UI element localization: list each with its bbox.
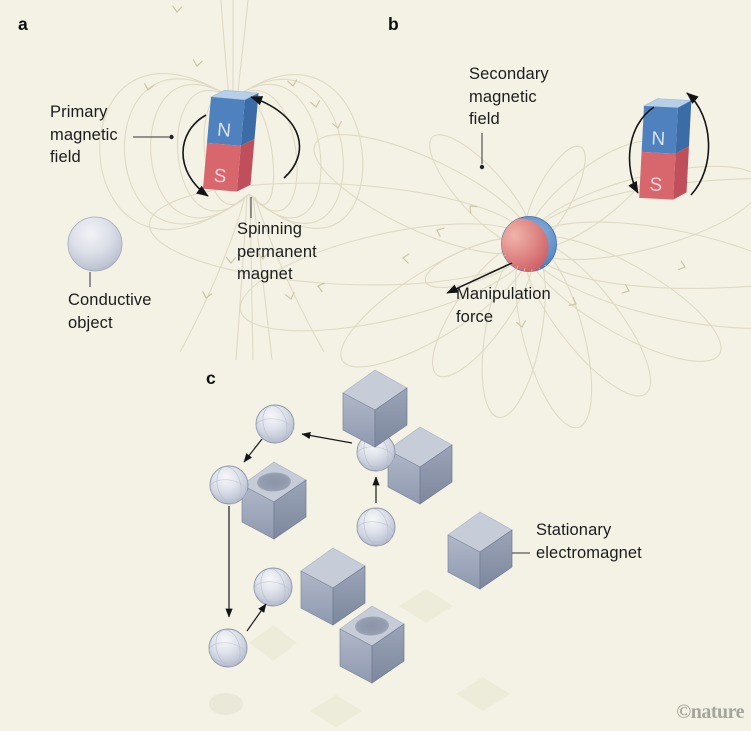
caption-spinning-permanent-magnet: Spinning permanent magnet [237, 220, 317, 283]
magnet-top-face [209, 89, 260, 101]
stationary-electromagnet-cube [447, 511, 513, 590]
magnet-a-south-letter: S [213, 166, 227, 188]
floor-tile [249, 625, 297, 661]
panel-c-motion-arrows [225, 431, 380, 632]
levitating-sphere [355, 505, 396, 549]
magnet-side-north [675, 100, 692, 154]
floor-tile [399, 589, 453, 623]
panel-a-leader-lines [89, 134, 252, 287]
caption-conductive-object: Conductive object [68, 291, 152, 332]
floor-tile [310, 695, 362, 727]
panel-label-a: a [18, 14, 28, 34]
electromagnet-cube [342, 369, 408, 448]
caption-primary-magnetic-field: Primary magnetic field [50, 103, 118, 166]
floor-tile [456, 677, 510, 711]
panel-label-b: b [388, 14, 399, 34]
panel-b-leader-lines [479, 133, 485, 170]
magnet-b-rotation-arrows [628, 92, 710, 196]
magnet-b-north-letter: N [651, 128, 666, 150]
floor-shadow [209, 693, 243, 715]
panel-label-c: c [206, 368, 216, 388]
manipulation-force-arrow [446, 262, 513, 294]
floor-tiles [209, 589, 510, 727]
magnet-side-south [236, 138, 255, 192]
levitating-sphere [207, 626, 248, 670]
conductive-object-sphere [67, 216, 123, 272]
caption-stationary-electromagnet: Stationary electromagnet [536, 521, 642, 562]
nature-watermark: ©nature [676, 701, 744, 723]
magnet-a-north-letter: N [216, 120, 232, 142]
electromagnet-cube [387, 426, 453, 505]
magnet-a-rotation-arrows [182, 96, 301, 197]
magnet-south-pole [639, 151, 676, 200]
spinning-magnet-a: N S [202, 89, 260, 192]
magnet-south-pole [202, 142, 241, 192]
magnet-north-pole [206, 97, 245, 146]
electromagnet-coil-hole [257, 472, 291, 492]
magnet-north-pole [641, 106, 678, 154]
electromagnet-coil-hole [355, 616, 389, 636]
levitating-sphere [252, 565, 293, 609]
caption-manipulation-force: Manipulation force [456, 285, 551, 326]
caption-secondary-magnetic-field: Secondary magnetic field [469, 65, 549, 128]
magnet-side-north [240, 93, 259, 146]
magnet-side-south [673, 146, 689, 200]
spinning-magnet-b: N S [639, 98, 693, 200]
magnet-b-south-letter: S [649, 174, 663, 196]
levitating-sphere [254, 402, 295, 446]
electromagnet-cube [300, 547, 366, 626]
